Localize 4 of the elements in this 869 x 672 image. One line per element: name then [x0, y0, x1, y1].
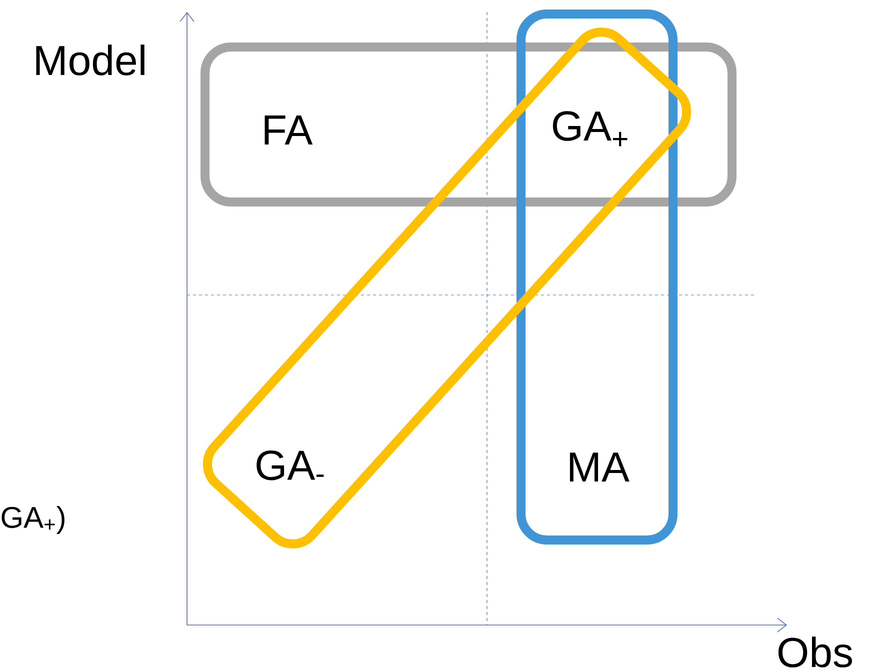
cut-off-label: GA$_{+}$) — [2, 506, 64, 534]
quadrant-label: GA$_{+}$ — [552, 111, 628, 146]
axis-label: Model — [36, 44, 144, 76]
axis-label: Obs — [778, 636, 852, 668]
